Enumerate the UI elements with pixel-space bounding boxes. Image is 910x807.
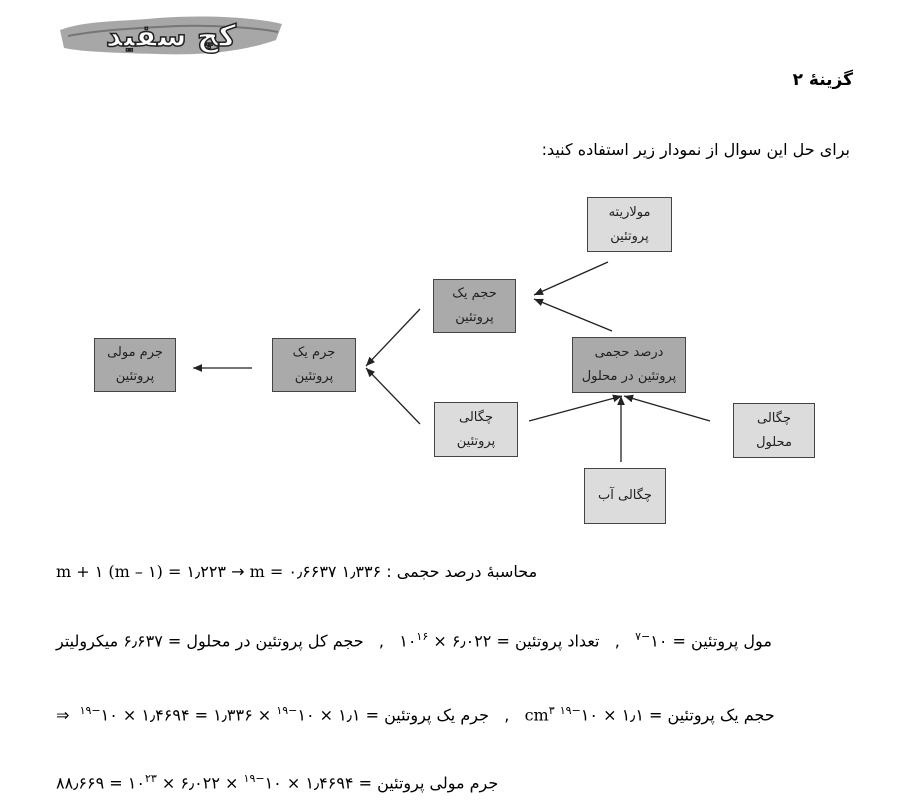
volume-one-protein-box: حجم یک پروتئین [433, 279, 516, 333]
arrow-volume-to-mass [365, 308, 421, 367]
logo-text: کچ سفید [106, 19, 237, 54]
mass-one-protein-box: جرم یک پروتئین [272, 338, 356, 392]
arrow-percent-to-volume [533, 298, 613, 332]
volume-percent-box: درصد حجمی پروتئین در محلول [572, 337, 686, 393]
equation-line-4: جرم مولی پروتئین = ۱٫۴۶۹۴ × ۱۰−۱۹ × ۶٫۰۲… [56, 772, 499, 793]
flow-diagram: مولاریته پروتئین حجم یک پروتئین درصد حجم… [0, 190, 910, 535]
equation-line-1: محاسبۀ درصد حجمی : ۱٫۳۳۶ m + ۱ (m – ۱) =… [56, 562, 538, 581]
arrow-sdensity-to-percent [623, 394, 711, 422]
arrow-molarity-to-volume [533, 261, 609, 296]
arrow-pdensity-to-percent [528, 394, 623, 422]
option-heading: گزینۀ ۲ [792, 70, 853, 90]
intro-text: برای حل این سوال از نمودار زیر استفاده ک… [541, 140, 850, 159]
equation-line-3: حجم یک پروتئین = ۱٫۱ × ۱۰−۱۹ cm۳ , جرم ی… [56, 704, 775, 725]
molarity-box: مولاریته پروتئین [587, 197, 672, 252]
diagram-arrows [193, 261, 711, 462]
brand-logo: کچ سفید [58, 10, 284, 62]
water-density-box: چگالی آب [584, 468, 666, 524]
protein-density-box: چگالی پروتئین [434, 402, 518, 457]
arrow-density-to-mass [365, 367, 421, 425]
solution-density-box: چگالی محلول [733, 403, 815, 458]
equation-line-2: مول پروتئین = ۱۰−۷ , تعداد پروتئین = ۶٫۰… [56, 630, 772, 651]
molar-mass-box: جرم مولی پروتئین [94, 338, 176, 392]
